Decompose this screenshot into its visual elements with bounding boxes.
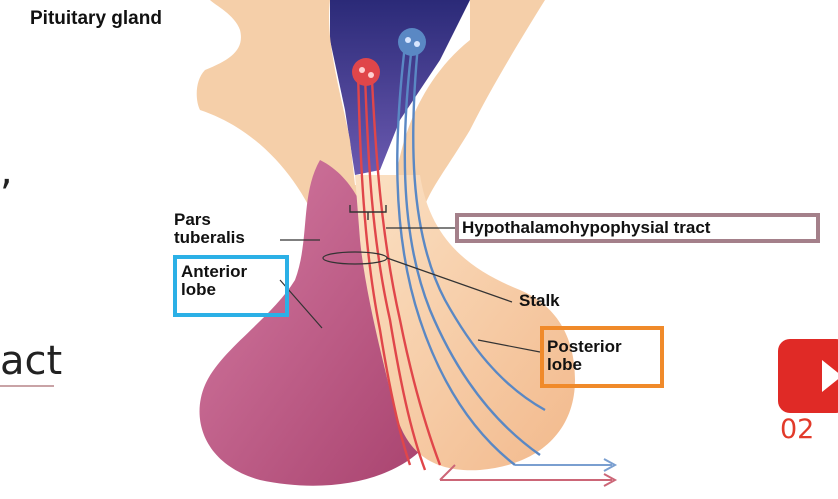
blue-neuron-body [398,28,426,56]
play-icon [822,360,838,392]
posterior-lobe-label: Posterior lobe [547,338,622,374]
anterior-lobe-label: Anterior lobe [181,263,247,299]
red-neuron-body [352,58,380,86]
hypothalamohypophysial-tract-label: Hypothalamohypophysial tract [462,219,710,237]
stalk-label: Stalk [519,292,560,310]
video-timestamp: 02 [780,414,814,445]
pars-tuberalis-label: Pars tuberalis [174,211,245,247]
